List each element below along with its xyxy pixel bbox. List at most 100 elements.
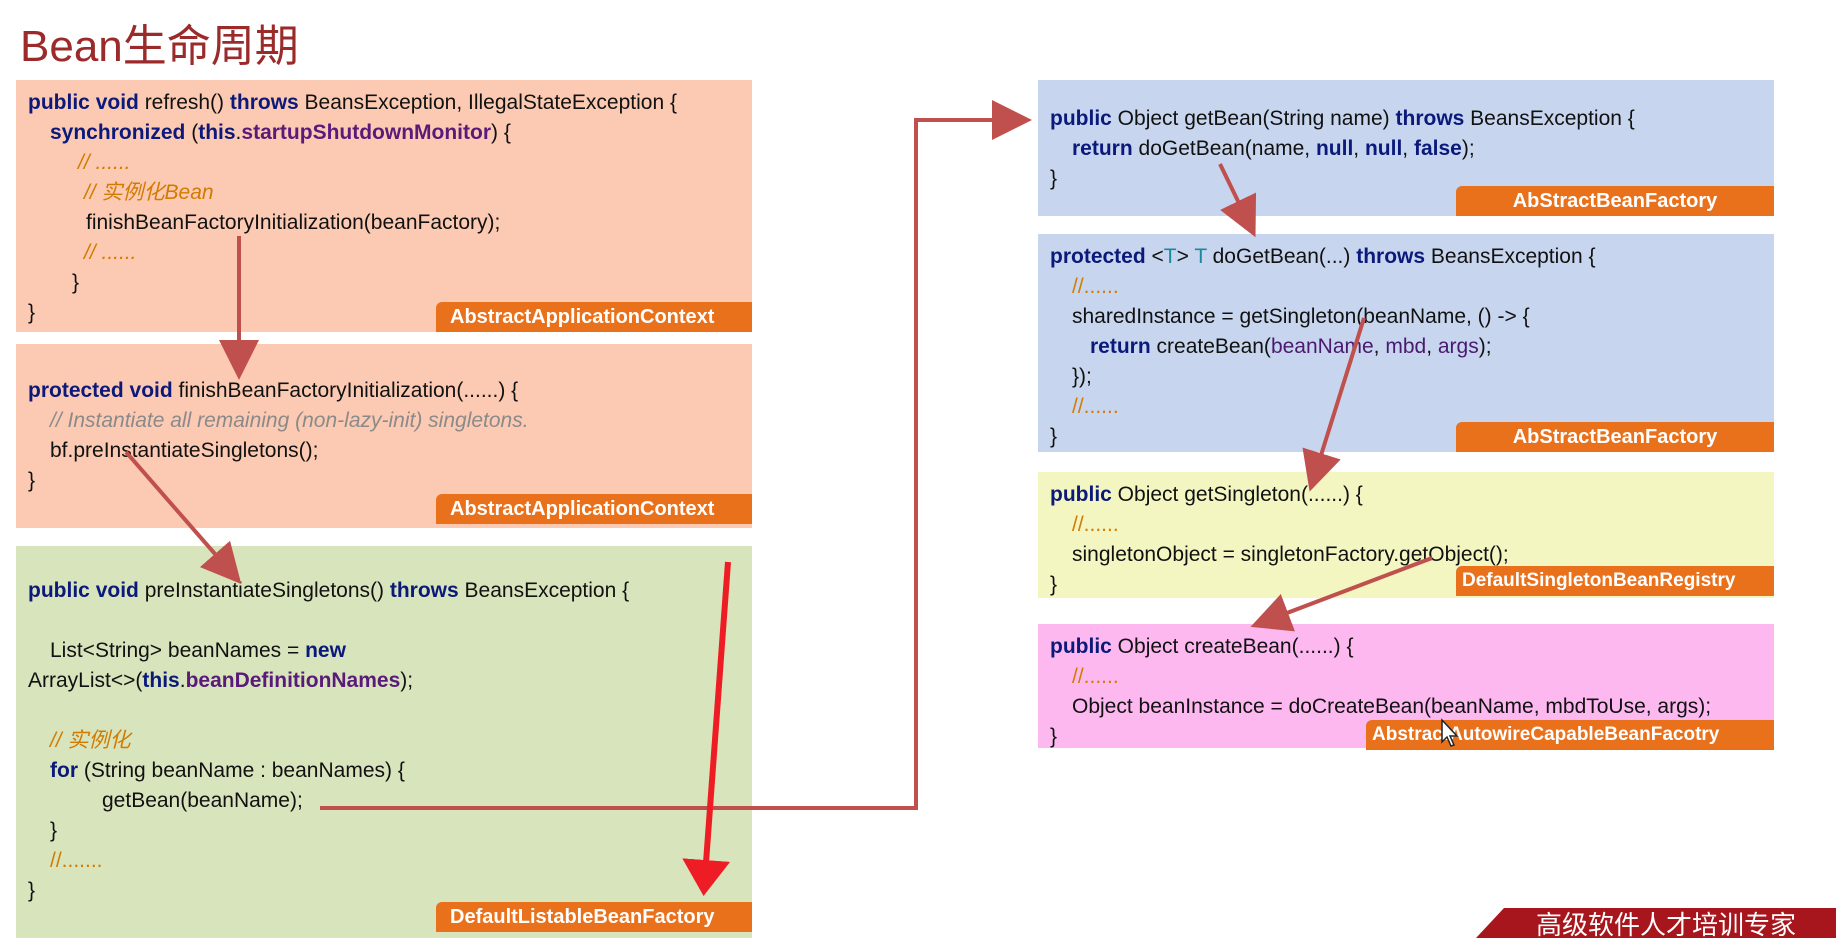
arraylist: ArrayList<>(: [28, 669, 143, 692]
createbean-line-1: public Object createBean(......) {: [1050, 632, 1762, 662]
gt: >: [1176, 245, 1195, 268]
kw-void: void: [95, 579, 139, 602]
paren: (: [185, 121, 199, 144]
kw-void: void: [95, 91, 139, 114]
exception: BeansException {: [458, 579, 630, 602]
refresh-brace-inner: }: [72, 271, 80, 294]
field-monitor: startupShutdownMonitor: [241, 121, 492, 144]
kw-new: new: [305, 639, 346, 662]
exceptions: BeansException, IllegalStateException {: [298, 91, 677, 114]
refresh-line-2: synchronized (this.startupShutdownMonito…: [28, 118, 740, 148]
refresh-comment-2: // ......: [84, 241, 137, 264]
kw-public: public: [1050, 107, 1112, 130]
preinst-blank-1: [28, 606, 740, 636]
exception: BeansException {: [1425, 245, 1596, 268]
class-tag-refresh: AbstractApplicationContext: [436, 302, 752, 332]
var-args: args: [1437, 335, 1479, 358]
kw-this: this: [198, 121, 236, 144]
dot: .: [235, 121, 242, 144]
dogetbean-line-1: protected <T> T doGetBean(...) throws Be…: [1050, 242, 1762, 272]
getbean-line-1: public Object getBean(String name) throw…: [1050, 104, 1762, 134]
kw-public: public: [28, 579, 90, 602]
comma: ,: [1353, 137, 1365, 160]
createbean-brace: }: [1050, 725, 1058, 748]
refresh-line-1: public void refresh() throws BeansExcept…: [28, 88, 740, 118]
generic-t: T: [1163, 245, 1177, 268]
class-tag-preinst: DefaultListableBeanFactory: [436, 902, 752, 932]
lt: <: [1145, 245, 1164, 268]
method-getbean: Object getBean(String name): [1111, 107, 1396, 130]
var-beanname: beanName: [1270, 335, 1374, 358]
preinst-code-block: public void preInstantiateSingletons() t…: [16, 546, 752, 938]
kw-for: for: [50, 759, 78, 782]
list-decl: List<String> beanNames =: [50, 639, 306, 662]
field-bean-def-names: beanDefinitionNames: [185, 669, 401, 692]
method-refresh: refresh(): [138, 91, 230, 114]
dogetbean-lambda-close: });: [1072, 365, 1092, 388]
paren-close: ) {: [491, 121, 511, 144]
preinst-comment-end: //.......: [50, 849, 103, 872]
kw-return: return: [1072, 137, 1133, 160]
method-finish: finishBeanFactoryInitialization(......) …: [172, 379, 519, 402]
kw-throws: throws: [229, 91, 299, 114]
paren-close: );: [1461, 137, 1475, 160]
kw-null: null: [1364, 137, 1403, 160]
preinst-brace-for: }: [50, 819, 58, 842]
kw-void: void: [129, 379, 173, 402]
preinst-line-1: public void preInstantiateSingletons() t…: [28, 576, 740, 606]
method-getsingleton: Object getSingleton(......) {: [1111, 483, 1363, 506]
kw-throws: throws: [389, 579, 459, 602]
dot: .: [179, 669, 186, 692]
comma: ,: [1426, 335, 1438, 358]
method-dogetbean: doGetBean(...): [1206, 245, 1357, 268]
kw-return: return: [1090, 335, 1151, 358]
refresh-brace-outer: }: [28, 301, 36, 324]
comma: ,: [1402, 137, 1414, 160]
paren-close: );: [1478, 335, 1492, 358]
for-expr: (String beanName : beanNames) {: [78, 759, 405, 782]
refresh-comment-instantiate: // 实例化Bean: [84, 181, 214, 204]
method-preinst: preInstantiateSingletons(): [138, 579, 390, 602]
dogetbean-return-line: return createBean(beanName, mbd, args);: [1050, 332, 1762, 362]
paren-close: );: [400, 669, 414, 692]
preinst-brace: }: [28, 879, 36, 902]
kw-synchronized: synchronized: [50, 121, 186, 144]
page-title: Bean生命周期: [20, 22, 299, 71]
getsingleton-line-1: public Object getSingleton(......) {: [1050, 480, 1762, 510]
dogetbean-comment-2: //......: [1072, 395, 1119, 418]
kw-protected: protected: [28, 379, 124, 402]
dogetbean-call: doGetBean(name,: [1132, 137, 1316, 160]
class-tag-finish: AbstractApplicationContext: [436, 494, 752, 524]
kw-false: false: [1413, 137, 1462, 160]
preinst-comment-instantiate: // 实例化: [50, 729, 131, 752]
dogetbean-shared-instance: sharedInstance = getSingleton(beanName, …: [1072, 305, 1530, 328]
kw-public: public: [1050, 483, 1112, 506]
kw-null: null: [1315, 137, 1354, 160]
class-tag-createbean: AbstractAutowireCapableBeanFacotry: [1366, 720, 1774, 750]
exception: BeansException {: [1464, 107, 1635, 130]
preinst-for-line: for (String beanName : beanNames) {: [28, 756, 740, 786]
class-tag-getbean: AbStractBeanFactory: [1456, 186, 1774, 216]
dogetbean-brace: }: [1050, 425, 1058, 448]
kw-throws: throws: [1395, 107, 1465, 130]
class-tag-getsingleton: DefaultSingletonBeanRegistry: [1456, 566, 1774, 596]
preinst-line-3: ArrayList<>(this.beanDefinitionNames);: [28, 666, 740, 696]
createbean-call: createBean(: [1150, 335, 1271, 358]
refresh-comment-1: // ......: [78, 151, 131, 174]
refresh-code-block: public void refresh() throws BeansExcept…: [16, 80, 752, 332]
createbean-docreate: Object beanInstance = doCreateBean(beanN…: [1072, 695, 1712, 718]
getbean-brace: }: [1050, 167, 1058, 190]
getsingleton-brace: }: [1050, 573, 1058, 596]
finish-comment: // Instantiate all remaining (non-lazy-i…: [50, 409, 529, 432]
preinst-getbean-call: getBean(beanName);: [102, 789, 303, 812]
method-createbean: Object createBean(......) {: [1111, 635, 1354, 658]
getsingleton-comment: //......: [1072, 513, 1119, 536]
finish-brace: }: [28, 469, 36, 492]
finish-line-1: protected void finishBeanFactoryInitiali…: [28, 376, 740, 406]
watermark-banner: 高级软件人才培训专家: [1476, 908, 1836, 938]
preinst-line-2: List<String> beanNames = new: [28, 636, 740, 666]
preinst-blank-2: [28, 696, 740, 726]
kw-public: public: [1050, 635, 1112, 658]
generic-t: T: [1194, 245, 1207, 268]
comma: ,: [1373, 335, 1386, 358]
